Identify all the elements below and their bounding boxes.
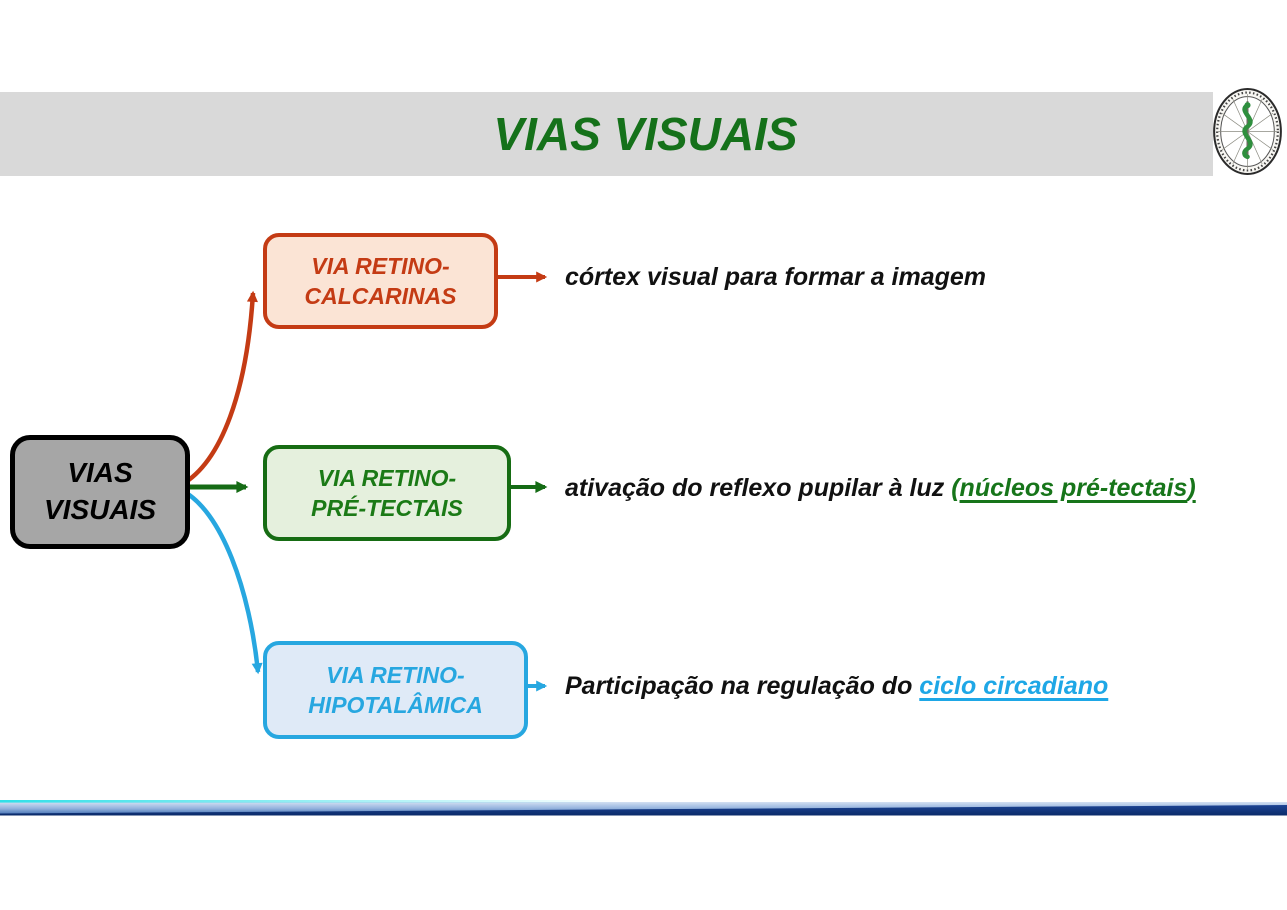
node-label-line2: CALCARINAS [304,283,457,309]
description-text: ativação do reflexo pupilar à luz [565,474,952,502]
node-via-retino-calcarinas: VIA RETINO- CALCARINAS [263,233,498,329]
title-bar: VIAS VISUAIS [0,92,1213,176]
seal-logo-icon [1211,87,1284,176]
description-retino-hipotalamica: Participação na regulação do ciclo circa… [565,670,1108,702]
link-nucleos-pre-tectais[interactable]: núcleos pré-tectais [959,474,1188,502]
paren-close: ) [1187,474,1196,502]
root-node-label-line2: VISUAIS [43,494,157,525]
description-text: Participação na regulação do [565,672,920,700]
node-label-line1: VIA RETINO- [326,661,465,688]
root-node-vias-visuais: VIAS VISUAIS [10,435,190,549]
node-label-line1: VIA RETINO- [311,252,450,279]
description-retino-calcarinas: córtex visual para formar a imagem [565,261,986,293]
description-retino-pre-tectais: ativação do reflexo pupilar à luz (núcle… [565,472,1196,504]
node-label-line2: HIPOTALÂMICA [308,692,483,718]
bottom-accent-bar [0,800,1287,816]
paren-open: ( [951,474,960,502]
node-label-line1: VIA RETINO- [317,464,457,491]
node-label-line2: PRÉ-TECTAIS [311,495,463,521]
node-via-retino-pre-tectais: VIA RETINO- PRÉ-TECTAIS [263,445,511,541]
link-ciclo-circadiano[interactable]: ciclo circadiano [919,672,1109,700]
description-text: córtex visual para formar a imagem [565,263,987,291]
node-via-retino-hipotalamica: VIA RETINO- HIPOTALÂMICA [263,641,528,739]
page-title: VIAS VISUAIS [493,108,798,160]
root-node-label-line1: VIAS [67,457,133,489]
